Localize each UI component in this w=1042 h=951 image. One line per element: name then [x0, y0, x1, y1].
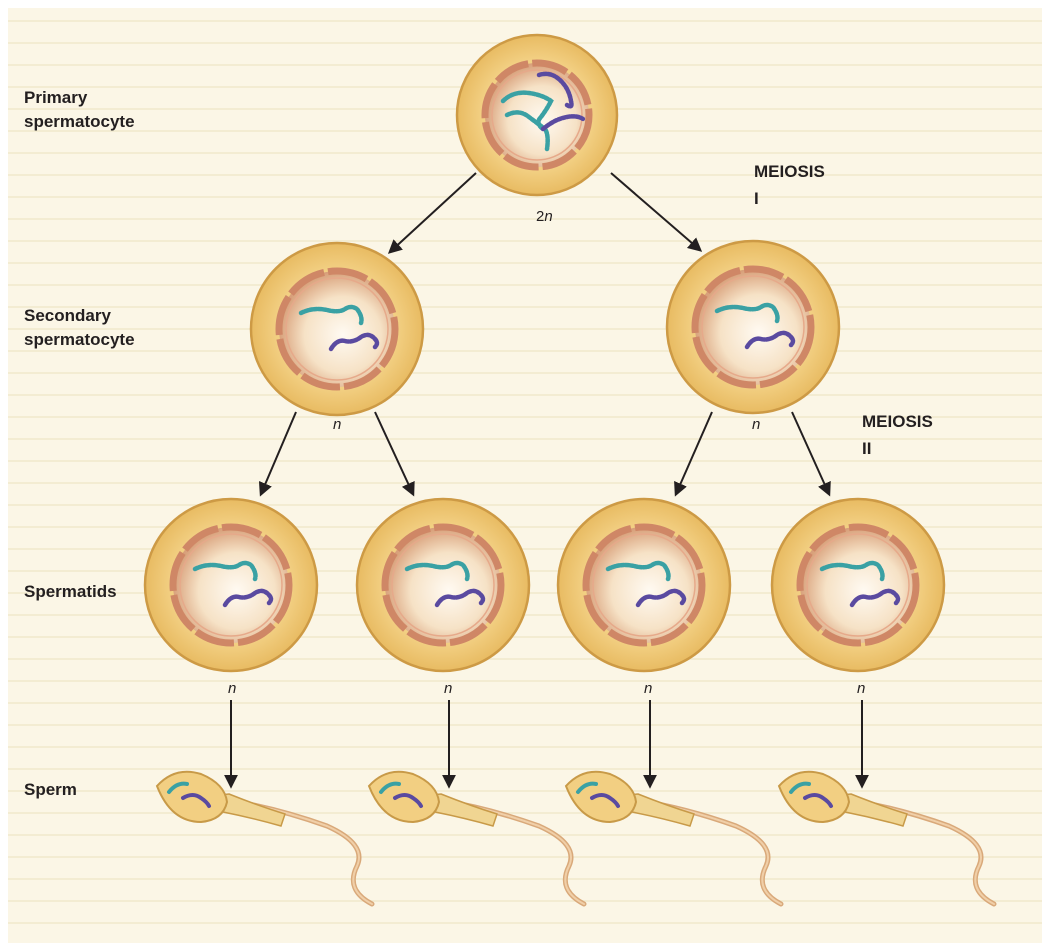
label-secondary-line2: spermatocyte: [24, 328, 135, 352]
spermatid-cell-3: [558, 499, 730, 671]
spermatid-cell-2: [357, 499, 529, 671]
secondary-spermatocyte-cell-left: [251, 243, 423, 415]
secondary-spermatocyte-cell-right: [667, 241, 839, 413]
label-secondary-line1: Secondary: [24, 304, 135, 328]
label-meiosis-2-line1: MEIOSIS: [862, 408, 933, 435]
label-meiosis-2-line2: II: [862, 435, 933, 462]
ploidy-spermatid-3-n: n: [644, 680, 652, 697]
label-sperm: Sperm: [24, 778, 77, 802]
label-primary-line2: spermatocyte: [24, 110, 135, 134]
ploidy-spermatid-2-n: n: [444, 680, 452, 697]
ploidy-spermatid-1-n: n: [228, 680, 236, 697]
label-spermatids: Spermatids: [24, 580, 117, 604]
ploidy-primary: 2n: [536, 208, 553, 225]
ploidy-spermatid-1: n: [228, 680, 236, 697]
spermatid-cell-1: [145, 499, 317, 671]
ploidy-secondary-left: n: [333, 416, 341, 433]
ploidy-spermatid-4-n: n: [857, 680, 865, 697]
ploidy-spermatid-3: n: [644, 680, 652, 697]
spermatid-cell-4: [772, 499, 944, 671]
primary-spermatocyte-cell: [457, 35, 617, 195]
label-meiosis-1-line1: MEIOSIS: [754, 158, 825, 185]
label-primary-line1: Primary: [24, 86, 135, 110]
ploidy-primary-n: n: [544, 208, 552, 225]
ploidy-spermatid-2: n: [444, 680, 452, 697]
label-meiosis-2: MEIOSIS II: [862, 408, 933, 462]
ploidy-secondary-left-n: n: [333, 416, 341, 433]
label-meiosis-1: MEIOSIS I: [754, 158, 825, 212]
label-secondary-spermatocyte: Secondary spermatocyte: [24, 304, 135, 352]
ploidy-secondary-right: n: [752, 416, 760, 433]
ploidy-spermatid-4: n: [857, 680, 865, 697]
label-meiosis-1-line2: I: [754, 185, 825, 212]
label-primary-spermatocyte: Primary spermatocyte: [24, 86, 135, 134]
ploidy-secondary-right-n: n: [752, 416, 760, 433]
